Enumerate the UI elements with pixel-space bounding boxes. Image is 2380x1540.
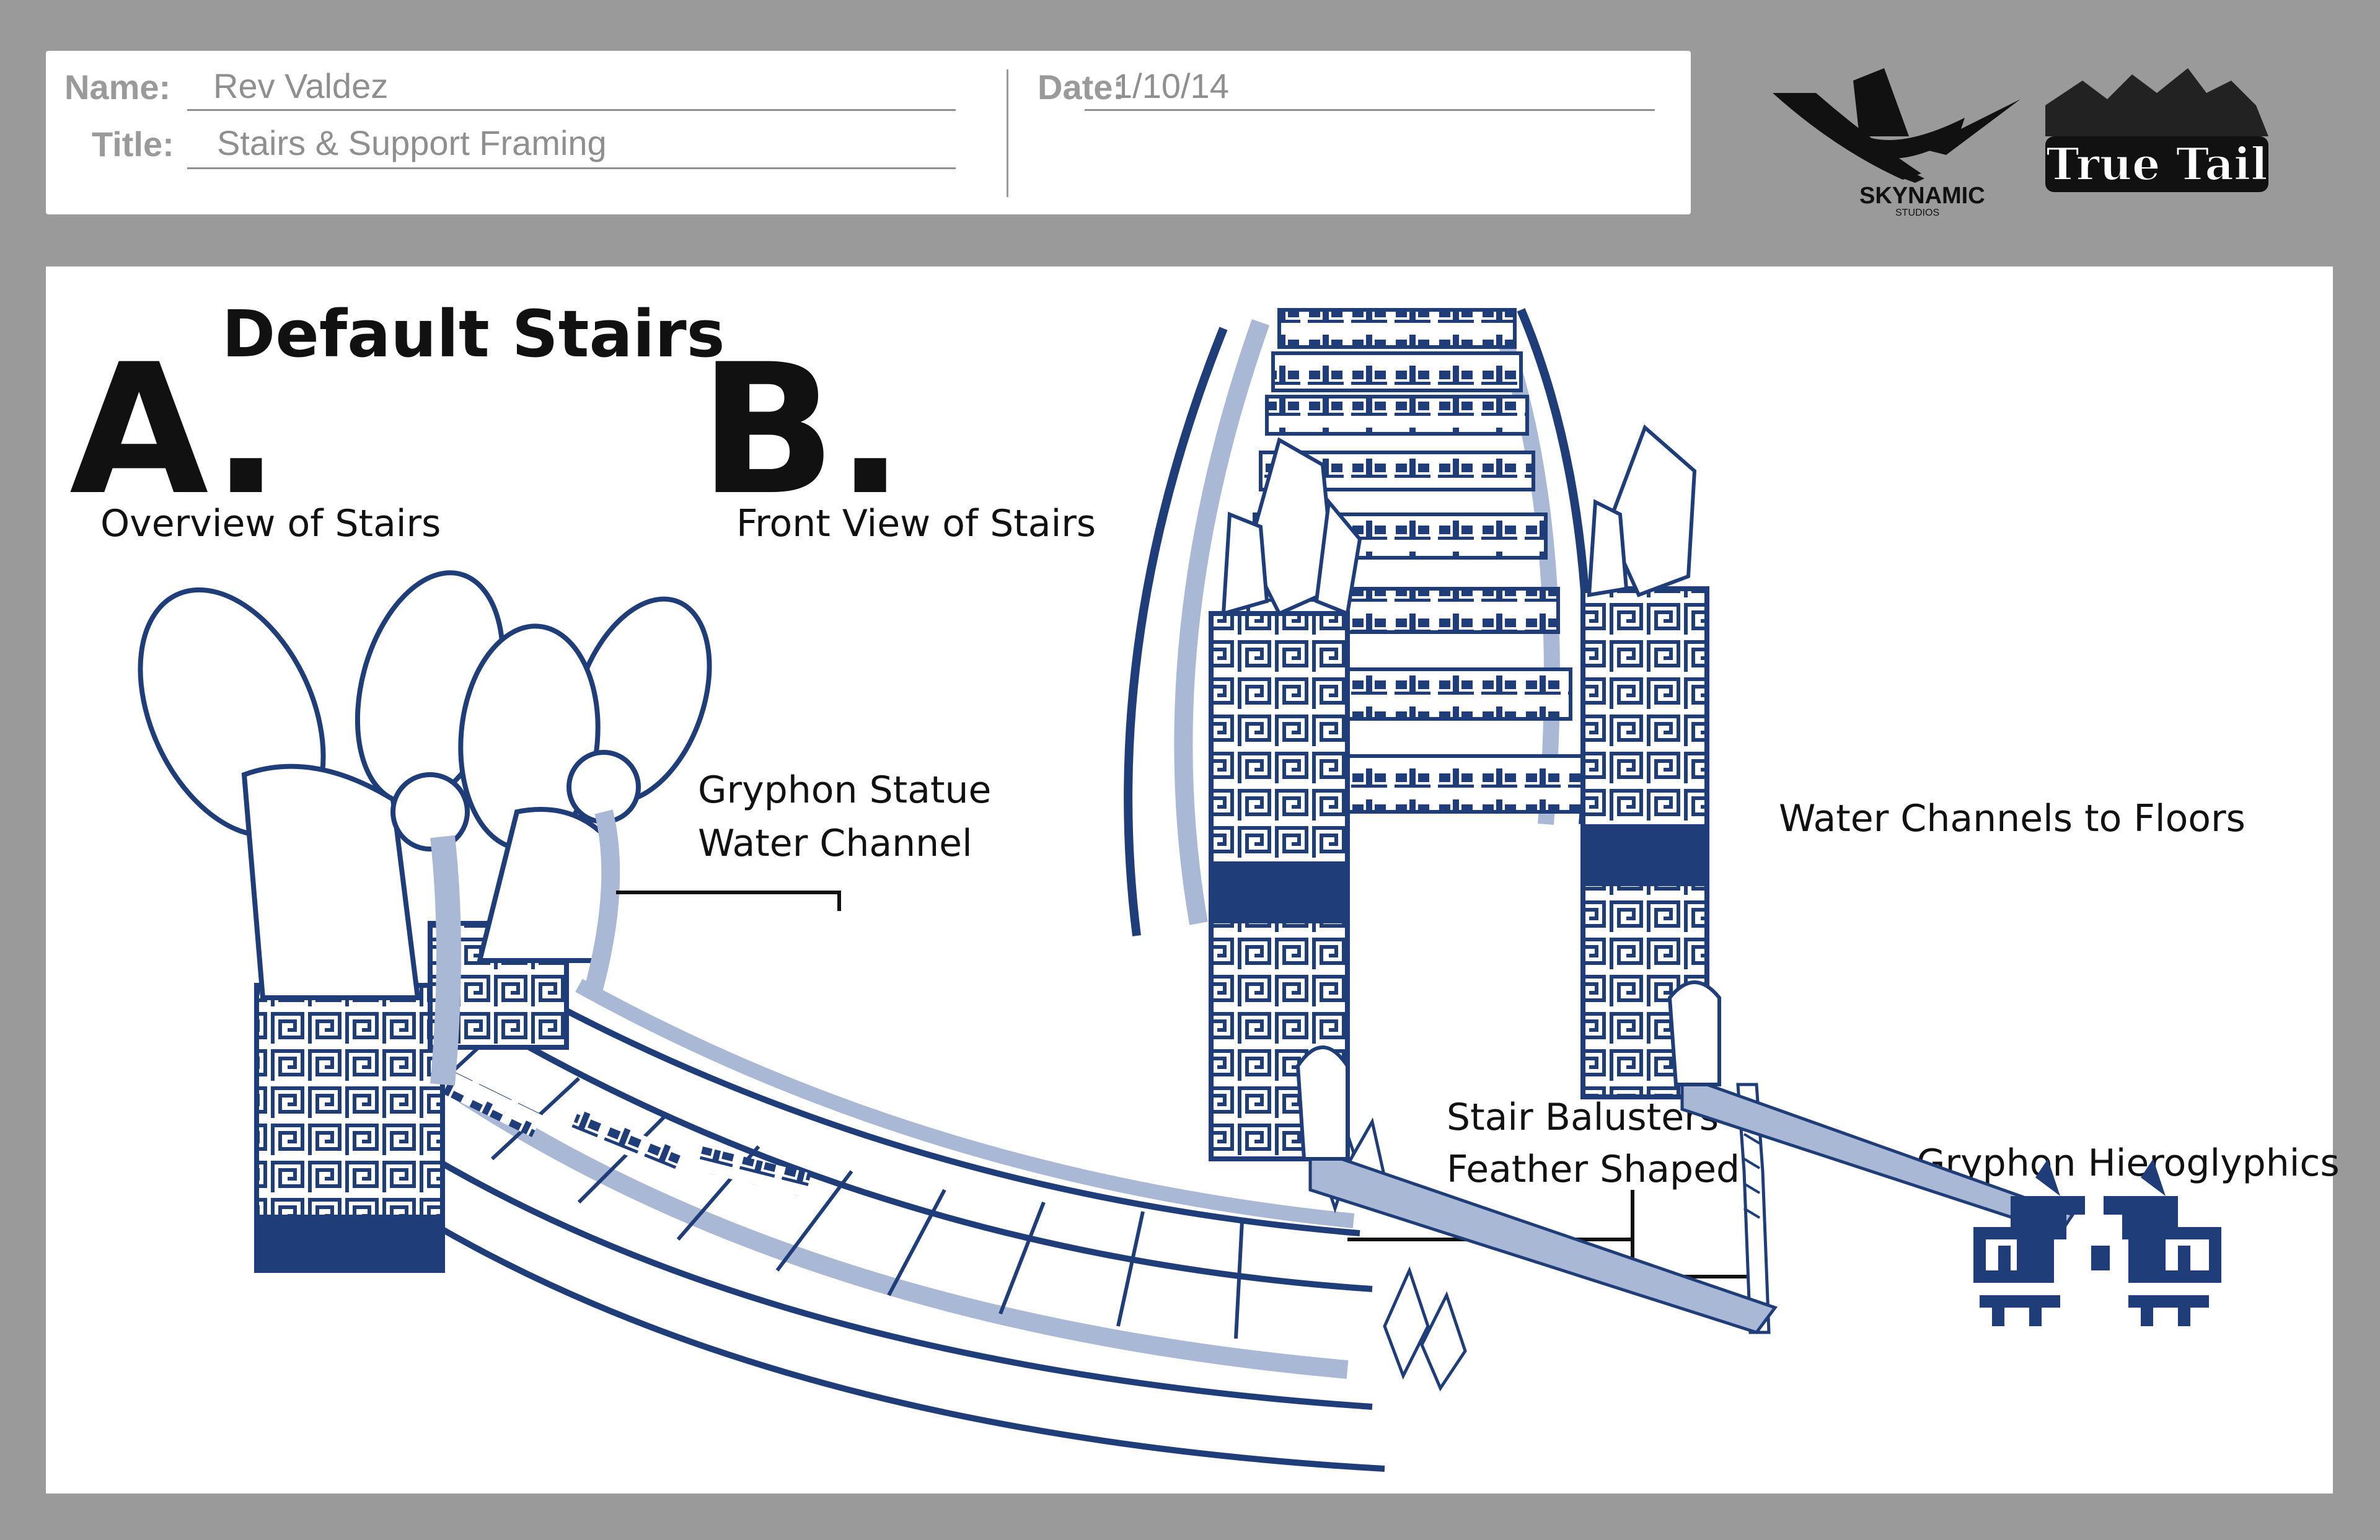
header-panel: Name: Rev Valdez Title: Stairs & Support…	[46, 51, 1691, 214]
name-underline	[187, 109, 956, 111]
game-logo-icon: True Tail	[2045, 68, 2268, 192]
header-divider	[1007, 69, 1008, 197]
callout-water-channels: Water Channels to Floors	[1779, 797, 2246, 840]
date-value: 1/10/14	[1113, 66, 1229, 105]
name-value: Rev Valdez	[213, 66, 389, 105]
date-underline	[1085, 109, 1655, 111]
callout-balusters-line2: Feather Shaped	[1447, 1148, 1740, 1191]
section-b-caption: Front View of Stairs	[736, 502, 1096, 545]
overview-stairs	[138, 570, 1771, 1472]
callout-gryphon-line2: Water Channel	[698, 822, 972, 865]
hieroglyphics-emblem-icon	[1973, 1159, 2221, 1326]
front-view-stairs	[1124, 308, 2075, 1334]
date-label: Date:	[1038, 68, 1125, 107]
callout-hieroglyphics: Gryphon Hieroglyphics	[1916, 1142, 2340, 1185]
game-name: True Tail	[2046, 138, 2268, 190]
section-b-letter: B.	[699, 326, 905, 535]
section-a-title: Default Stairs	[222, 296, 725, 372]
title-label: Title:	[92, 125, 174, 164]
name-label: Name:	[64, 68, 171, 107]
section-a-letter: A.	[69, 326, 280, 535]
studio-sub: STUDIOS	[1895, 208, 1939, 217]
section-a-caption: Overview of Stairs	[100, 502, 441, 545]
concept-sheet: A. Default Stairs Overview of Stairs B. …	[46, 266, 2340, 1494]
title-value: Stairs & Support Framing	[217, 123, 607, 162]
title-underline	[187, 167, 956, 169]
studio-name: SKYNAMIC	[1859, 183, 1985, 209]
stairs-artwork	[138, 308, 2221, 1472]
callout-gryphon-line1: Gryphon Statue	[698, 768, 992, 812]
studio-logo-icon: SKYNAMIC STUDIOS True Tail	[1773, 68, 2268, 218]
logos: SKYNAMIC STUDIOS True Tail	[1760, 56, 2306, 218]
